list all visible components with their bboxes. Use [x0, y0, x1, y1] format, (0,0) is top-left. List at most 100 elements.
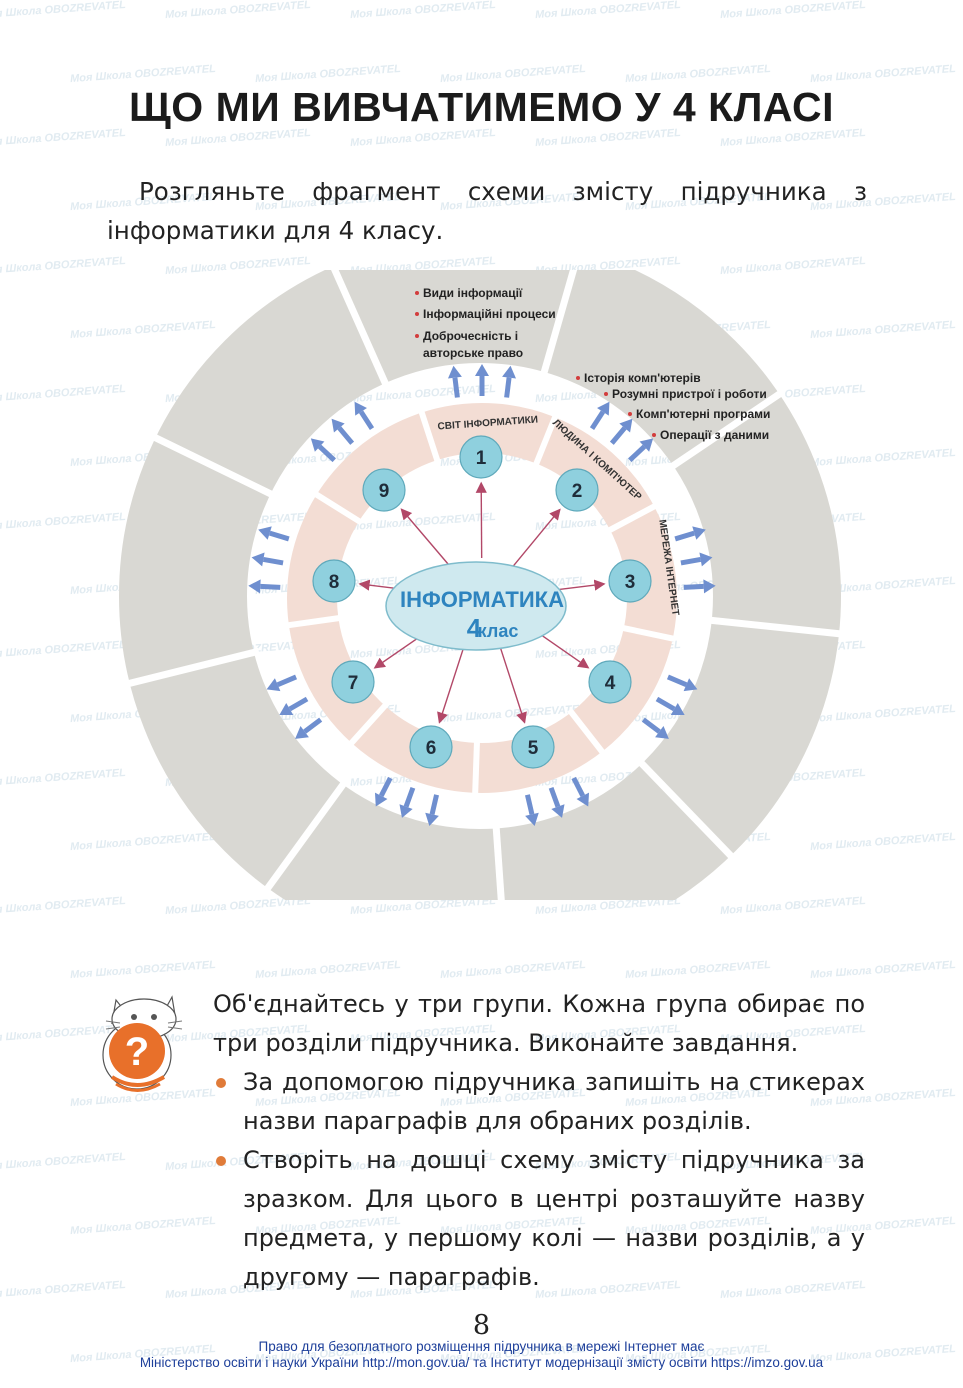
intro-paragraph: Розгляньте фрагмент схеми змісту підручн… — [107, 177, 867, 245]
outward-arrow — [502, 365, 517, 398]
spoke-arrow — [400, 508, 453, 569]
outward-arrow — [331, 418, 355, 445]
watermark-text: Моя Школа OBOZREVATEL — [254, 62, 402, 86]
watermark-text: Моя Школа OBOZREVATEL — [534, 0, 682, 22]
watermark-text: Моя Школа OBOZREVATEL — [0, 1150, 127, 1174]
center-grade-number: 4 — [467, 613, 482, 643]
watermark-text: Моя Школа OBOZREVATEL — [0, 0, 127, 22]
inner-ring-divider — [285, 614, 342, 629]
svg-text:?: ? — [125, 1030, 149, 1074]
spoke-arrow — [511, 508, 561, 569]
topic-2-4: Операції з даними — [660, 428, 769, 442]
section-node-5: 5 — [511, 725, 555, 769]
inner-ring-divider — [532, 413, 559, 468]
node-number: 3 — [625, 572, 636, 593]
task-bullet-2: Створіть на дошці схему змісту підручник… — [213, 1141, 865, 1297]
inner-ring-divider — [620, 624, 677, 643]
outer-ring-divider — [331, 270, 391, 390]
watermark-text: Моя Школа OBOZREVATEL — [69, 958, 217, 982]
section-node-8: 8 — [312, 559, 356, 603]
group-task: Об'єднайтесь у три групи. Кожна група об… — [213, 985, 865, 1297]
outward-arrow — [609, 418, 633, 445]
topic-1-2: Інформаційні процеси — [423, 307, 556, 321]
outward-arrow — [251, 552, 284, 567]
outward-arrow — [248, 579, 281, 594]
outward-arrow — [666, 674, 698, 692]
watermark-text: Моя Школа OBOZREVATEL — [254, 958, 402, 982]
bullet-dot — [216, 1156, 226, 1166]
watermark-text: Моя Школа OBOZREVATEL — [624, 958, 772, 982]
section-node-7: 7 — [331, 660, 375, 704]
outward-arrow — [571, 776, 590, 807]
outward-arrow — [680, 552, 713, 567]
topic-1-3: Доброчесність і — [423, 329, 518, 343]
node-number: 4 — [605, 673, 616, 694]
outward-arrow — [655, 696, 685, 716]
outer-ring-divider — [492, 823, 505, 900]
outward-arrow — [548, 786, 565, 818]
inner-ring-divider — [472, 739, 481, 796]
watermark-text: Моя Школа OBOZREVATEL — [164, 0, 312, 22]
node-number: 6 — [426, 738, 437, 759]
task-bullet-1: За допомогою підручника запишіть на стик… — [213, 1063, 865, 1141]
license-footer: Право для безоплатного розміщення підруч… — [0, 1339, 963, 1371]
outward-arrow — [628, 438, 654, 463]
node-number: 7 — [348, 673, 359, 694]
outer-ring-divider — [149, 432, 277, 500]
outward-arrow — [258, 526, 290, 542]
task-bullets: За допомогою підручника запишіть на стик… — [213, 1063, 865, 1297]
inner-ring-divider — [605, 502, 659, 534]
inner-ring-divider — [312, 490, 364, 526]
outward-arrow — [279, 696, 309, 716]
inner-ring — [287, 403, 677, 793]
watermark-text: Моя Школа OBOZREVATEL — [439, 62, 587, 86]
section-node-9: 9 — [362, 468, 406, 512]
footer-line-1: Право для безоплатного розміщення підруч… — [258, 1339, 705, 1354]
section-node-6: 6 — [409, 725, 453, 769]
node-number: 8 — [329, 572, 340, 593]
outward-arrow — [266, 674, 298, 692]
section-node-3: 3 — [608, 559, 652, 603]
watermark-text: Моя Школа OBOZREVATEL — [349, 0, 497, 22]
center-ellipse — [385, 561, 567, 651]
topic-2-2: Розумні пристрої і роботи — [612, 387, 767, 401]
spoke-arrow — [495, 635, 527, 724]
node-number: 9 — [379, 481, 390, 502]
outer-ring-divider — [262, 778, 349, 895]
outward-arrow — [425, 794, 439, 827]
outer-ring-divider — [635, 757, 737, 862]
watermark-text: Моя Школа OBOZREVATEL — [0, 1278, 127, 1302]
outward-arrow — [589, 401, 610, 430]
inner-ring-divider — [347, 701, 390, 748]
outward-arrow — [674, 526, 706, 542]
outward-arrow — [447, 365, 462, 398]
outward-arrow — [295, 717, 323, 739]
outward-arrow — [374, 776, 393, 807]
outer-ring-divider — [706, 616, 845, 638]
footer-line-2: Міністерство освіти і науки України http… — [139, 1355, 824, 1370]
inner-ring-divider — [567, 708, 607, 756]
watermark-text: Моя Школа OBOZREVATEL — [719, 0, 867, 22]
topic-1-1: Види інформації — [423, 286, 523, 300]
section-node-1: 1 — [459, 435, 503, 479]
watermark-text: Моя Школа OBOZREVATEL — [624, 62, 772, 86]
node-number: 1 — [476, 448, 487, 469]
outward-arrow — [354, 401, 375, 430]
node-number: 5 — [528, 738, 539, 759]
center-grade-word: клас — [478, 621, 519, 641]
outward-arrow — [399, 786, 416, 818]
page-title: ЩО МИ ВИВЧАТИМЕМО У 4 КЛАСІ — [129, 84, 834, 130]
inner-ring-divider — [417, 408, 441, 464]
section-node-2: 2 — [555, 468, 599, 512]
outer-ring-divider — [667, 388, 786, 472]
cat-question-icon: ? — [102, 995, 183, 1092]
section-node-4: 4 — [588, 660, 632, 704]
outward-arrow — [525, 794, 539, 827]
outer-ring-divider — [539, 270, 578, 378]
topic-2-1: Історія комп'ютерів — [584, 371, 701, 385]
outward-arrow — [310, 438, 336, 463]
task-lead: Об'єднайтесь у три групи. Кожна група об… — [213, 990, 865, 1057]
watermark-text: Моя Школа OBOZREVATEL — [69, 62, 217, 86]
topic-1-3b: авторське право — [423, 346, 523, 360]
